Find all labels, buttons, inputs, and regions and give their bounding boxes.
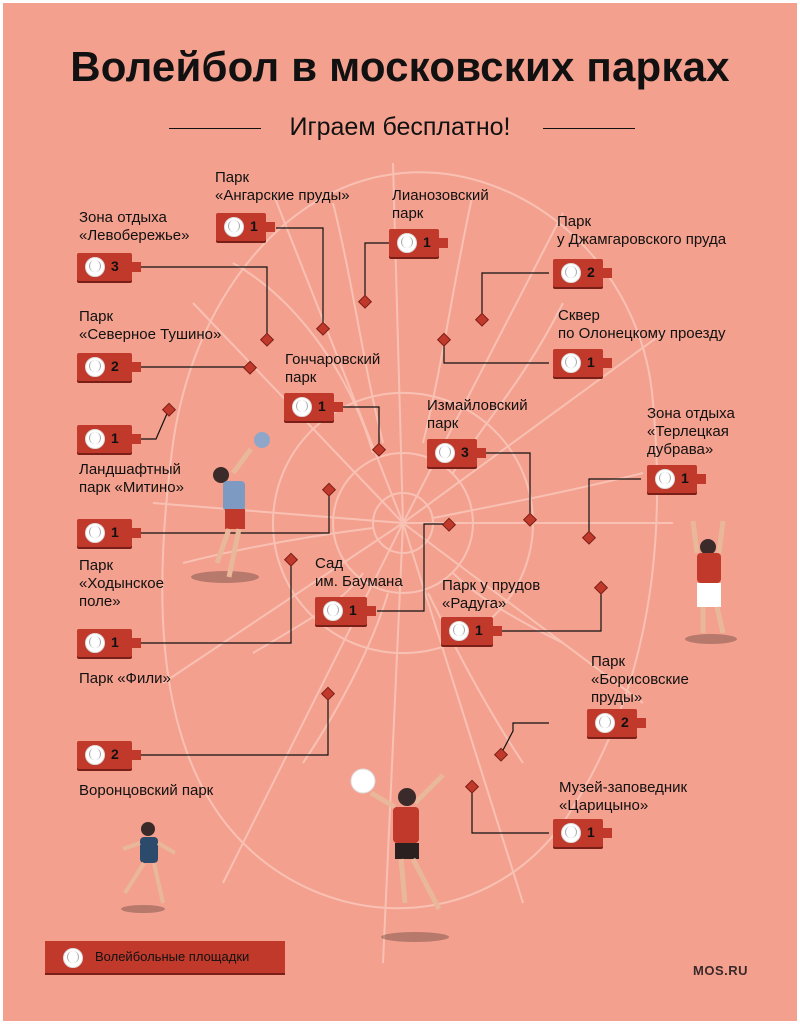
subtitle-rule-right [543,128,635,129]
volleyball-icon [85,357,105,377]
marker-lianozovsky [357,294,373,309]
park-badge-raduga: 1 [441,617,502,645]
volleyball-icon [561,823,581,843]
park-badge-angarskie: 1 [216,213,275,241]
volleyball-icon [292,397,312,417]
park-markers [161,294,609,794]
legend: Волейбольные площадки [45,941,285,973]
volleyball-icon [85,257,105,277]
marker-levoberezhye [259,332,275,347]
moscow-map [121,162,737,964]
park-badge-baumana: 1 [315,597,376,625]
park-label-vorontsovsky: Воронцовский парк [79,782,214,799]
park-badge-tsaritsyno: 1 [553,819,612,847]
volleyball-icon [63,948,83,968]
poster: Волейбол в московских парках Играем бесп… [3,3,797,1021]
page-title: Волейбол в московских парках [70,43,730,90]
marker-severnoe-tushino [242,360,258,375]
park-badge-terletskaya: 1 [647,465,706,493]
marker-khodynskoe [321,482,337,497]
park-badge-olonetsky: 1 [553,349,612,377]
volleyball-icon [323,601,343,621]
volleyball-icon [85,523,105,543]
park-badge-levoberezhye: 3 [77,253,141,281]
park-badge-goncharovsky: 1 [284,393,343,421]
park-label-angarskie: Парк«Ангарские пруды» [215,169,350,204]
volleyball-icon [85,633,105,653]
volleyball-icon [561,263,581,283]
park-label-fili: Парк «Фили» [79,670,171,687]
park-label-levoberezhye: Зона отдыха«Левобережье» [79,209,190,244]
player-illustration-bottom-left [121,822,177,913]
volleyball-icon [595,713,615,733]
marker-tsaritsyno [464,779,480,794]
marker-fili [283,552,299,567]
marker-terletskaya [581,530,597,545]
marker-angarskie [315,321,331,336]
park-badge-dzhamgarovsky: 2 [553,259,612,287]
volleyball-icon [561,353,581,373]
volleyball-icon [435,443,455,463]
volleyball-icon [655,469,675,489]
park-badge-mitino: 1 [77,425,141,453]
subtitle-rule-left [169,128,261,129]
park-label-raduga: Парк у прудов«Радуга» [442,577,541,612]
park-badge-vorontsovsky: 2 [77,741,141,769]
marker-raduga [593,580,609,595]
volleyball-icon [397,233,417,253]
player-silhouettes [121,432,737,942]
park-badge-khodynskoe: 1 [77,519,141,547]
page-subtitle: Играем бесплатно! [289,113,511,141]
legend-label: Волейбольные площадки [95,949,250,964]
player-illustration-right [685,520,737,644]
park-label-severnoe-tushino: Парк«Северное Тушино» [79,308,222,343]
marker-olonetsky [436,332,452,347]
park-badge-lianozovsky: 1 [389,229,448,257]
player-illustration-center-spiker [350,768,449,942]
map-roads [152,162,673,964]
marker-borisovskie [493,747,509,762]
marker-mitino [161,402,177,417]
marker-vorontsovsky [320,686,336,701]
source-credit: MOS.RU [693,963,748,978]
marker-baumana [441,517,457,532]
park-label-tsaritsyno: Музей-заповедник«Царицыно» [559,779,688,814]
marker-goncharovsky [371,442,387,457]
connector-lines [137,227,641,834]
park-badge-fili: 1 [77,629,141,657]
park-badge-izmailovsky: 3 [427,439,486,467]
player-illustration-left-blocker [191,432,270,583]
park-badge-borisovskie: 2 [587,709,646,737]
park-badge-severnoe-tushino: 2 [77,353,141,381]
volleyball-icon [449,621,469,641]
volleyball-icon [85,745,105,765]
volleyball-icon [85,429,105,449]
marker-izmailovsky [522,512,538,527]
marker-dzhamgarovsky [474,312,490,327]
volleyball-icon [224,217,244,237]
